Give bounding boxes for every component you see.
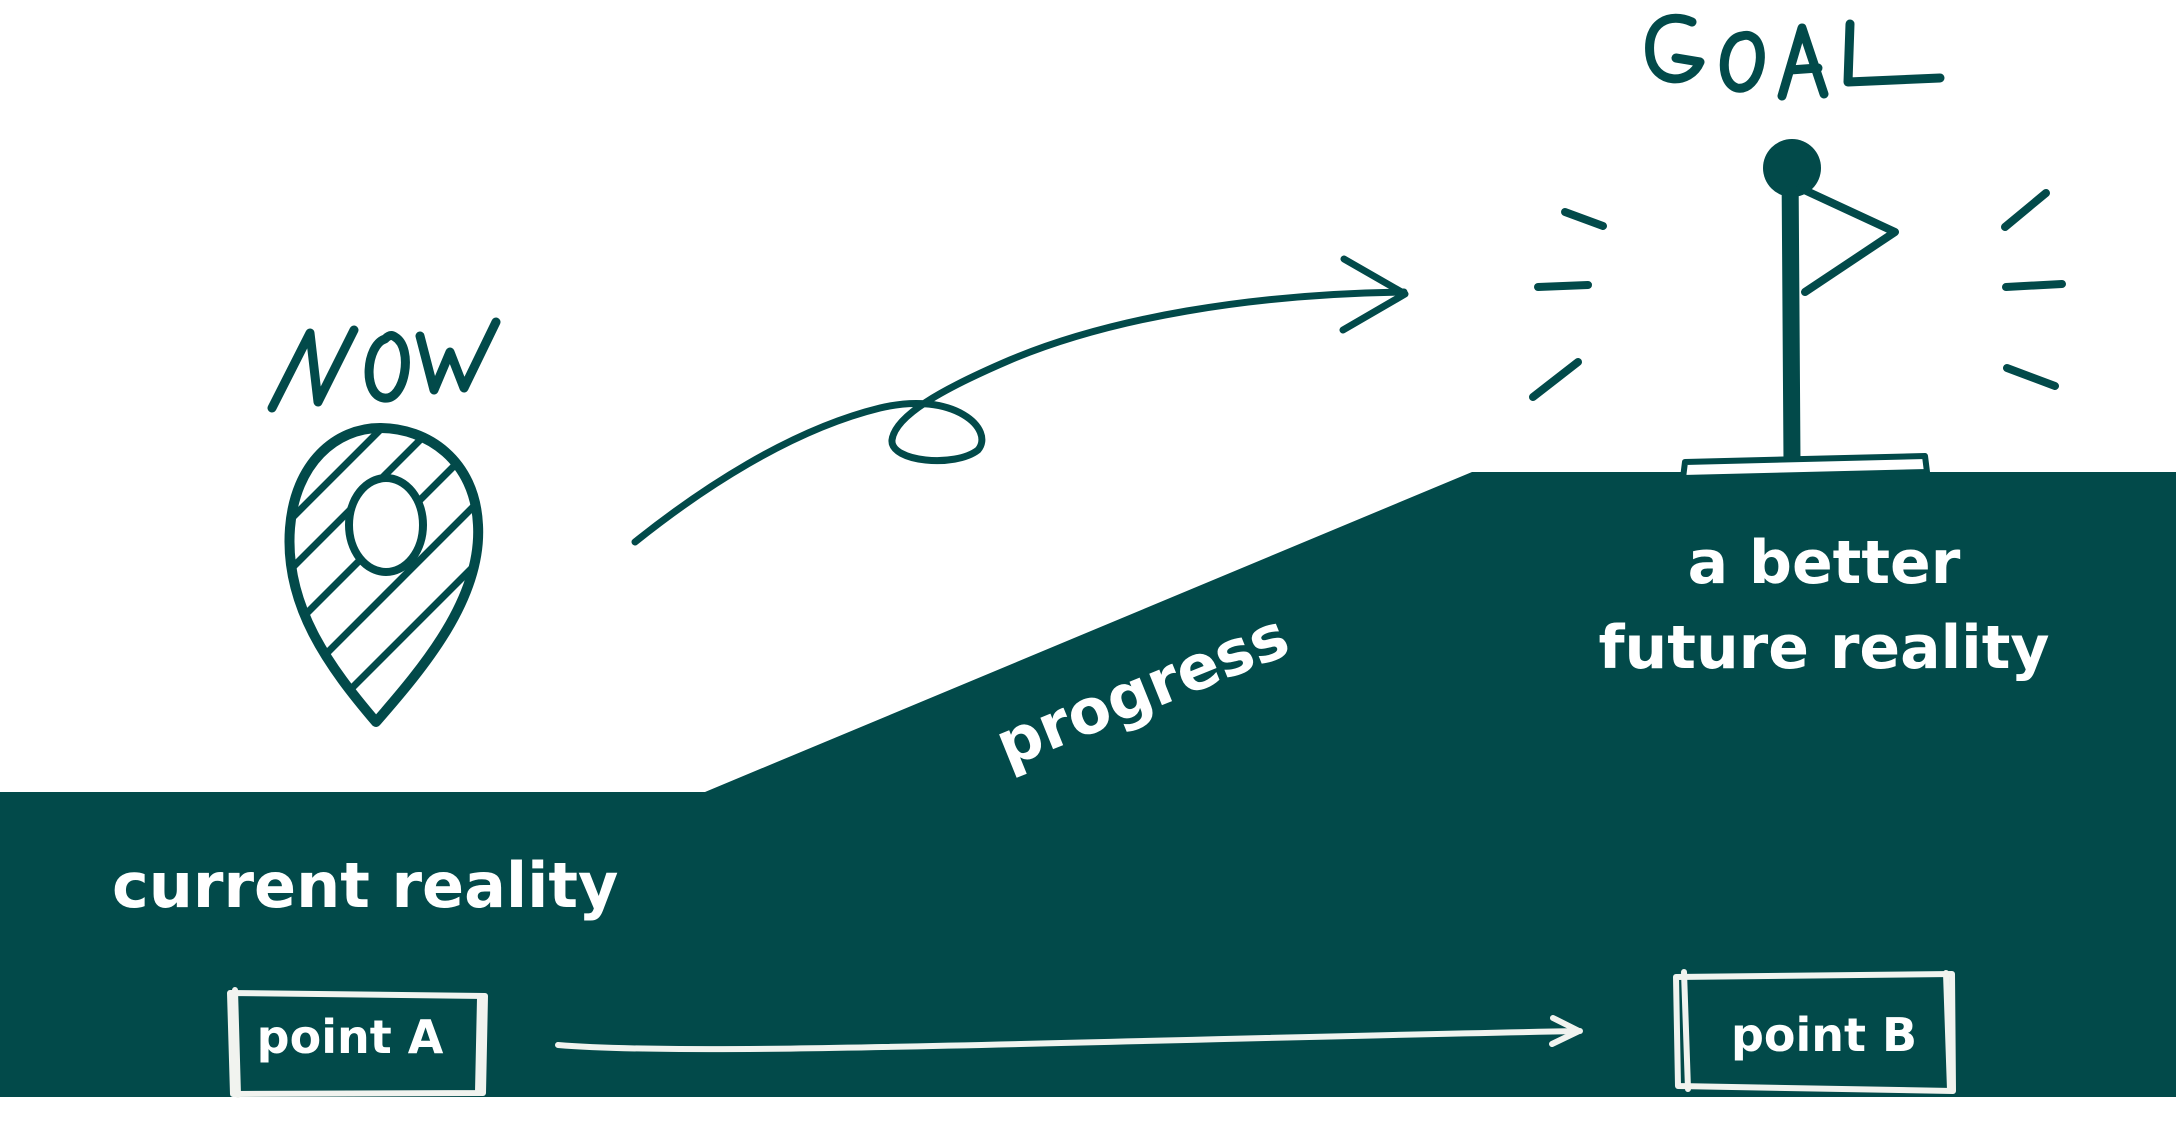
now-label (267, 317, 501, 413)
point-b-box: point B (1673, 969, 1956, 1094)
location-pin-icon (284, 423, 484, 727)
flag-icon (1680, 139, 1930, 481)
point-a-label: point A (257, 1010, 444, 1064)
future-reality-line2: future reality (1598, 613, 2049, 683)
terrain-shape (0, 472, 2176, 1097)
timeline-arrow (555, 1015, 1583, 1053)
current-reality-label: current reality (112, 849, 618, 922)
point-b-label: point B (1731, 1008, 1917, 1062)
point-a-box: point A (227, 987, 488, 1098)
goal-label (1645, 13, 1945, 101)
celebration-marks (1529, 189, 2066, 401)
progress-arrow (631, 255, 1409, 546)
future-reality-line1: a better (1688, 528, 1961, 598)
